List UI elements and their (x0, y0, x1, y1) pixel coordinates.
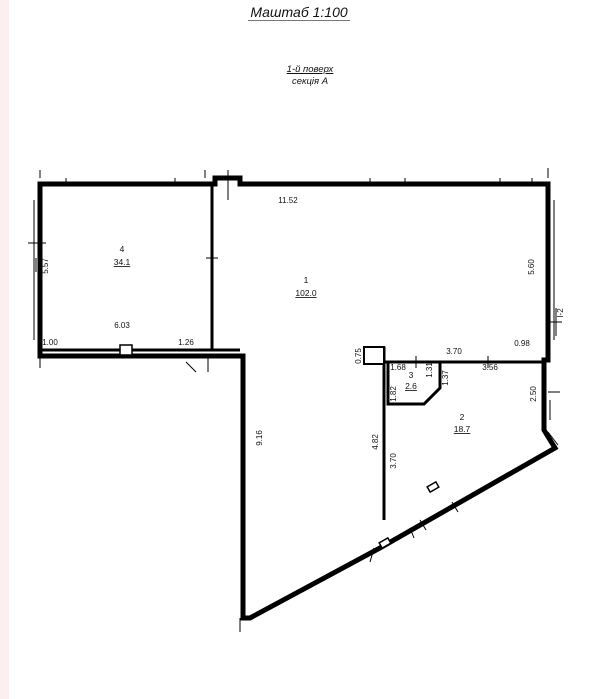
dim-r2-left-small: 0.75 (354, 348, 363, 364)
dim-r2-left: 4.82 (371, 434, 380, 450)
floor-caption: 1-й поверх секція А (240, 64, 380, 88)
dim-r2-left-b: 3.70 (389, 453, 398, 469)
room-4-area: 34.1 (114, 257, 131, 267)
scale-title: Маштаб 1:100 (0, 4, 598, 21)
room-1-number: 1 (304, 275, 309, 285)
room-2-number: 2 (460, 412, 465, 422)
partition-room2 (364, 346, 544, 520)
dim-top-width: 11.52 (278, 196, 298, 205)
dim-r2-top: 3.70 (446, 347, 462, 356)
niche-room2 (363, 346, 385, 365)
walls (28, 168, 562, 632)
dim-r3-left: 1.82 (389, 386, 398, 402)
dim-r2-inner-width: 3.56 (482, 363, 498, 372)
dim-r3-right-b: 1.37 (441, 370, 450, 386)
room-2-area: 18.7 (454, 424, 471, 434)
dim-r3-right: 1.31 (425, 362, 434, 378)
dim-r2-right-top: 0.98 (514, 339, 530, 348)
partition-room4 (40, 184, 240, 352)
section-marker: I-2 (556, 308, 565, 318)
room-3-number: 3 (409, 370, 414, 380)
dimension-labels: 11.52 5.57 5.60 6.03 1.00 1.26 9.16 3.70… (41, 196, 565, 469)
room-4-number: 4 (120, 244, 125, 254)
outer-wall (37, 175, 559, 621)
dim-right-height: 5.60 (527, 259, 536, 275)
room-labels: 1 102.0 2 18.7 3 2.6 4 34.1 (114, 244, 471, 434)
page-edge-strip (0, 0, 9, 699)
room-1-area: 102.0 (295, 288, 317, 298)
door-room4 (119, 344, 133, 356)
scale-label: Маштаб 1:100 (248, 4, 350, 21)
dim-r3-top: 1.68 (390, 363, 406, 372)
floor-level: 1-й поверх (286, 64, 334, 75)
floor-section: секція А (291, 76, 329, 87)
dim-left-bottom-b: 1.26 (178, 338, 194, 347)
dim-r2-right: 2.50 (529, 386, 538, 402)
dim-left-bottom-a: 1.00 (42, 338, 58, 347)
partition-room3 (386, 362, 442, 406)
dim-room4-width: 6.03 (114, 321, 130, 330)
dim-corridor-height: 9.16 (255, 430, 264, 446)
room-3-area: 2.6 (405, 381, 417, 391)
dim-left-height: 5.57 (41, 258, 50, 274)
